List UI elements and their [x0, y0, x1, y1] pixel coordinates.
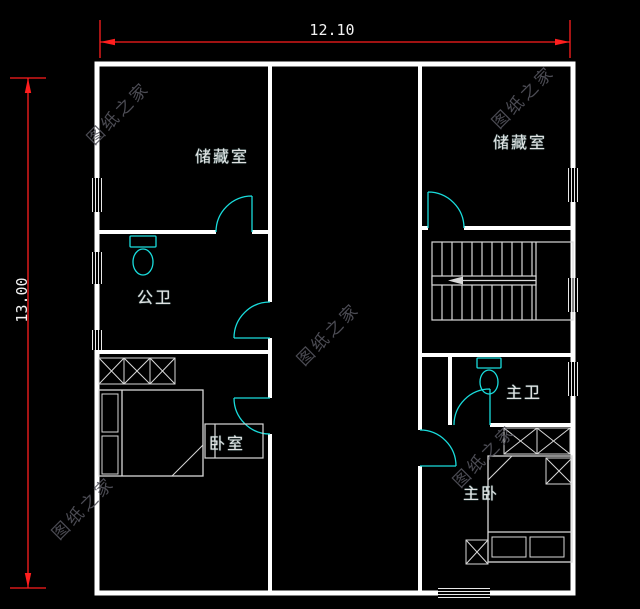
door-swing-storage-left [215, 195, 253, 233]
desk-bedroom [204, 423, 264, 459]
door-swing-master-bath [453, 388, 491, 426]
stair-arrow-icon [448, 276, 463, 285]
window-icon [92, 252, 102, 284]
dim-arrow-down-icon [24, 573, 32, 588]
window-icon [438, 588, 490, 598]
dimension-top [99, 20, 571, 58]
interior-walls [97, 64, 573, 593]
window-icon [92, 178, 102, 212]
toilet-icon-master-bath [476, 357, 502, 395]
room-label-master-bath: 主卫 [505, 383, 543, 402]
door-swing-master-bedroom [419, 429, 457, 467]
dimension-left [10, 77, 46, 589]
window-icon [568, 168, 578, 202]
window-icon [92, 330, 102, 350]
door-swing-public-bath [233, 301, 271, 339]
room-label-bedroom: 卧室 [208, 434, 246, 453]
dimension-label-top: 12.10 [309, 21, 355, 39]
bed-master-bedroom [487, 455, 573, 563]
dimension-label-left: 13.00 [13, 277, 31, 323]
staircase [431, 241, 574, 321]
door-swing-storage-right [427, 191, 465, 229]
wardrobe-hatch-bedroom [98, 357, 176, 385]
window-icon [568, 362, 578, 396]
toilet-icon-public-bath [129, 235, 157, 276]
window-icon [568, 278, 578, 312]
dim-arrow-up-icon [24, 78, 32, 93]
dim-arrow-left-icon [100, 38, 115, 46]
room-label-public-bath: 公卫 [136, 288, 174, 307]
room-label-storage-left: 储藏室 [194, 147, 250, 166]
door-swing-bedroom [233, 397, 271, 435]
room-label-storage-right: 储藏室 [492, 133, 548, 152]
bed-bedroom [98, 389, 204, 477]
dim-extension-lines-top [99, 20, 571, 58]
dim-arrow-right-icon [555, 38, 570, 46]
outer-walls [94, 61, 576, 596]
room-label-master-bedroom: 主卧 [462, 484, 500, 503]
windows [90, 168, 580, 600]
